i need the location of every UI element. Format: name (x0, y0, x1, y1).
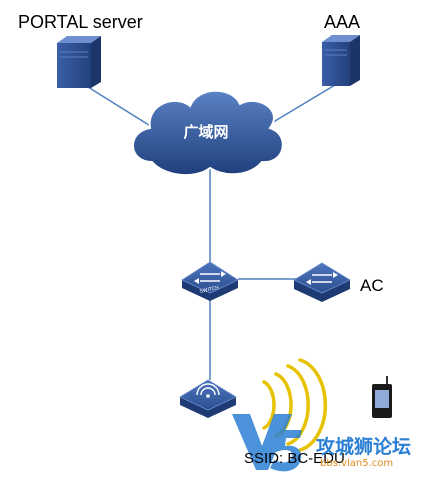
mobile-terminal-icon (372, 376, 392, 418)
link-portal-wan (79, 81, 161, 133)
watermark-logo (232, 414, 302, 472)
portal-server-icon (57, 36, 101, 88)
ac-label: AC (360, 276, 384, 295)
switch-label: SWITCH (199, 285, 220, 295)
ssid-label: SSID: BC-EDU (244, 450, 345, 467)
switch-icon (181, 261, 239, 301)
wan-cloud-icon (132, 89, 284, 177)
aaa-server-icon (322, 35, 360, 86)
aaa-label: AAA (324, 12, 361, 32)
ac-icon (293, 262, 351, 302)
watermark-brand: 攻城狮论坛 (316, 436, 412, 458)
access-point-icon (179, 379, 237, 418)
portal-server-label: PORTAL server (18, 12, 143, 32)
watermark-url: bbs.vlan5.com (320, 458, 394, 469)
wan-label: 广域网 (183, 123, 228, 141)
